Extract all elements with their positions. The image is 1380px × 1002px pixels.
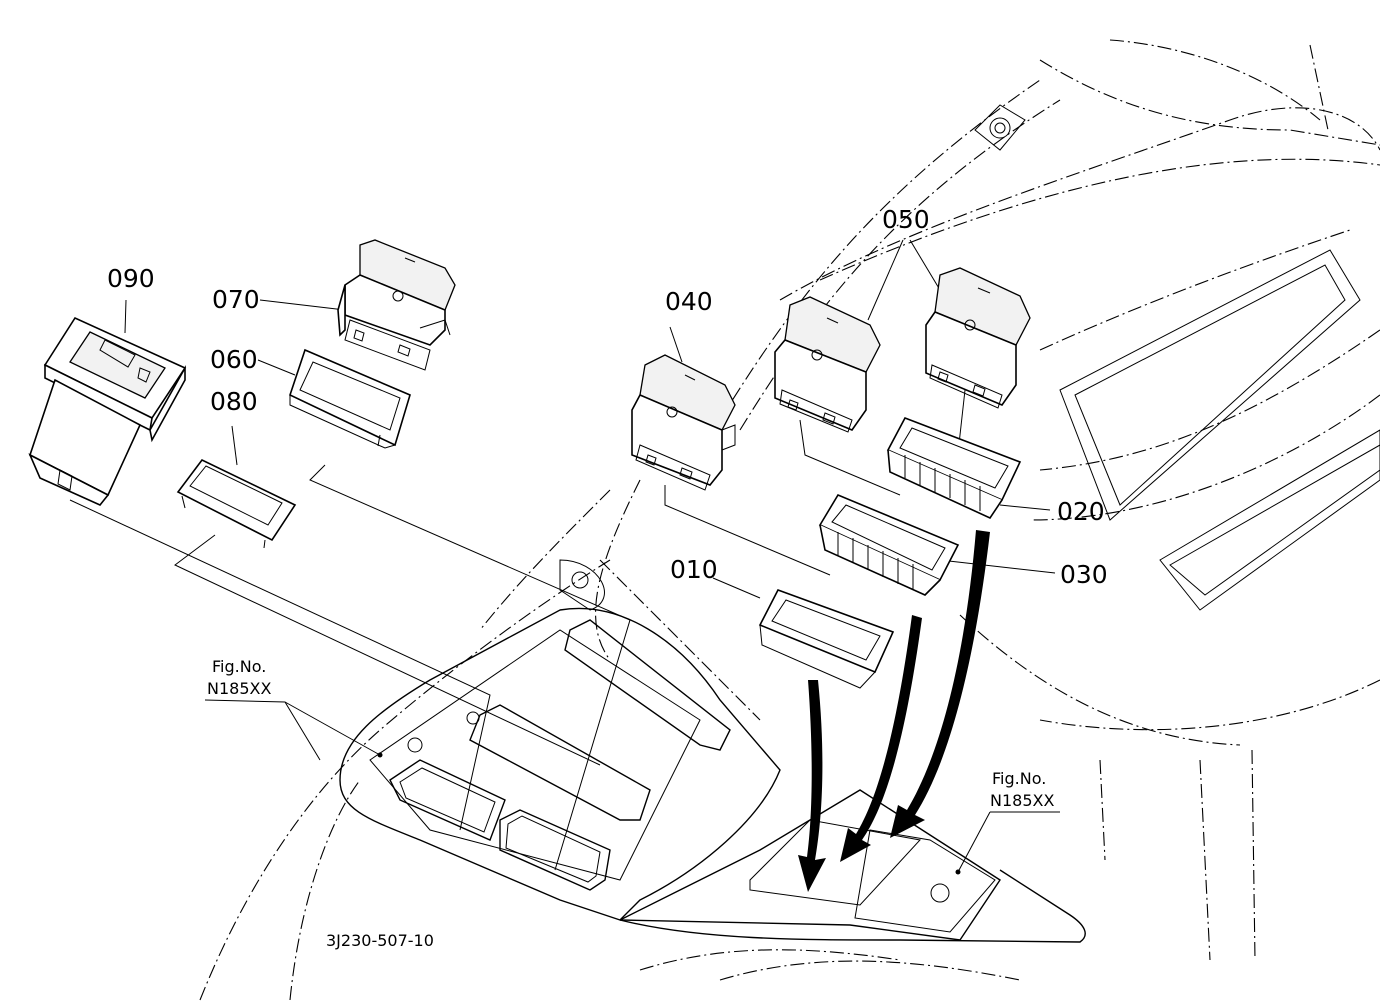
- callout-020: 020: [1057, 497, 1105, 526]
- leader-lines: [69, 239, 1060, 873]
- figref-right-line2: N185XX: [990, 791, 1054, 810]
- part-080-blank-cover: [176, 458, 297, 549]
- callout-090: 090: [107, 264, 155, 293]
- part-010-bezel: [758, 589, 895, 689]
- figure-reference-left: Fig.No. N185XX: [207, 657, 383, 758]
- part-050-switch-right: [925, 267, 1031, 409]
- installation-arrows: [798, 530, 990, 892]
- callout-030: 030: [1060, 560, 1108, 589]
- part-040-switch: [631, 354, 736, 491]
- part-060-bezel: [289, 348, 411, 449]
- console-background-lines: [199, 39, 1380, 1001]
- console-plate: [339, 559, 1086, 943]
- figref-left-line1: Fig.No.: [212, 657, 266, 676]
- part-030-bezel: [818, 493, 960, 596]
- part-050-switch-left: [774, 296, 881, 433]
- part-070-switch: [337, 239, 456, 371]
- part-090-display-unit: [28, 316, 187, 506]
- figure-reference-right: Fig.No. N185XX: [955, 769, 1054, 875]
- figref-left-line2: N185XX: [207, 679, 271, 698]
- callout-050: 050: [882, 205, 930, 234]
- callout-070: 070: [212, 285, 260, 314]
- part-020-bezel: [886, 417, 1022, 520]
- callout-080: 080: [210, 387, 258, 416]
- right-panel-recesses: [974, 104, 1380, 611]
- figref-right-line1: Fig.No.: [992, 769, 1046, 788]
- callout-040: 040: [665, 287, 713, 316]
- drawing-number: 3J230-507-10: [326, 931, 434, 950]
- callout-010: 010: [670, 555, 718, 584]
- callout-060: 060: [210, 345, 258, 374]
